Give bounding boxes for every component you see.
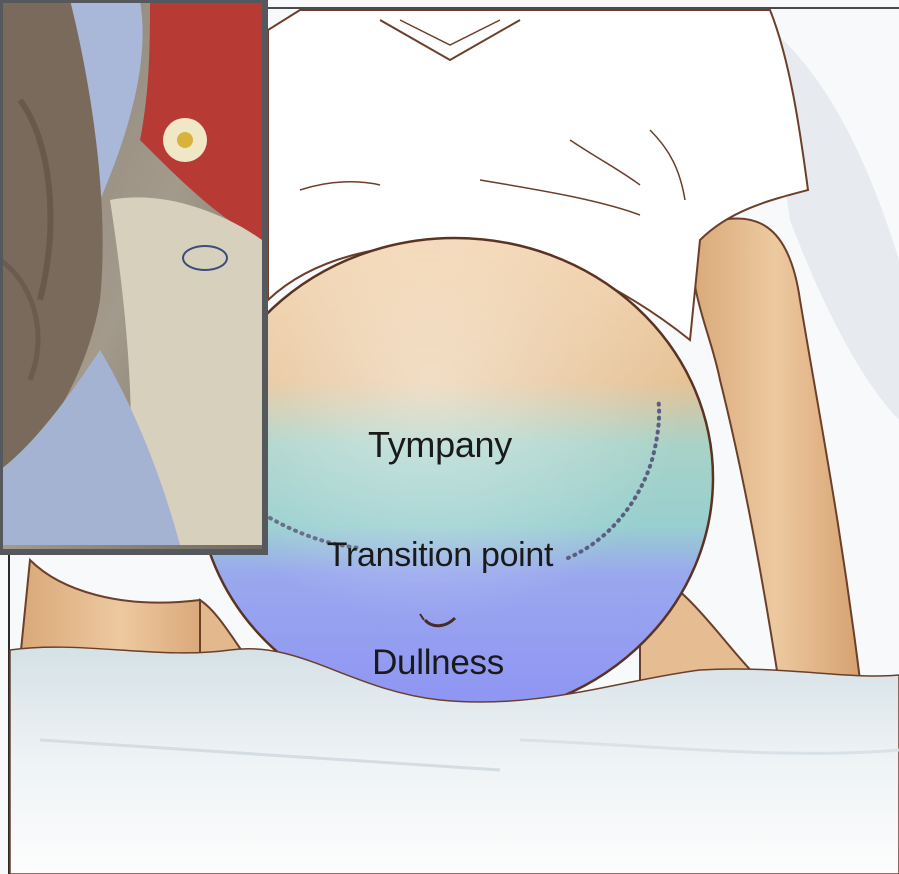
transition-point-label: Transition point	[327, 536, 553, 575]
tympany-label: Tympany	[368, 424, 512, 466]
inset-photo	[0, 0, 268, 555]
dullness-label: Dullness	[372, 643, 504, 683]
